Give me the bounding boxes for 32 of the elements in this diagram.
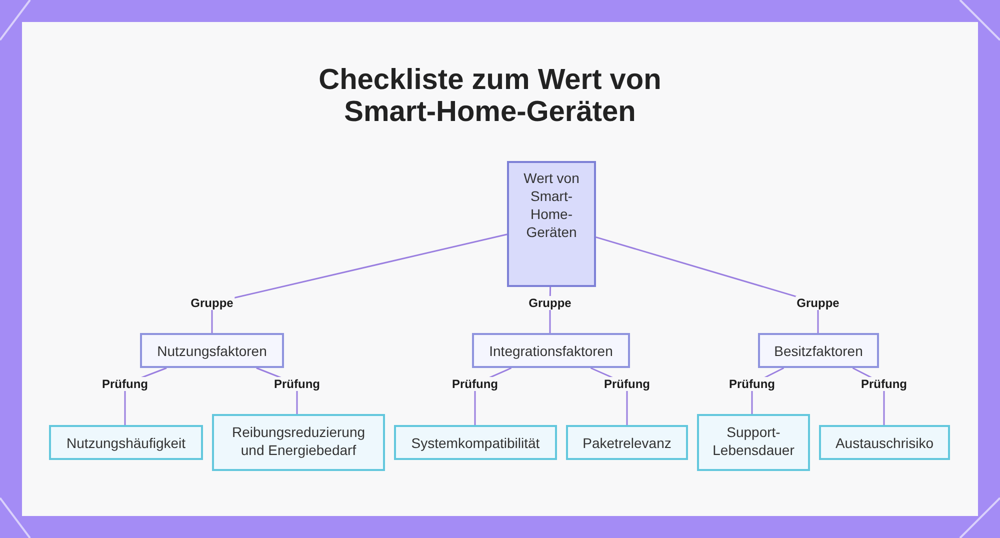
- edge-label: Prüfung: [451, 377, 499, 391]
- category-box: [472, 333, 630, 368]
- connector-line: [211, 234, 508, 333]
- node-text: Integrationsfaktoren: [488, 342, 614, 360]
- criterion-box: [697, 414, 810, 471]
- node-text: Wert von Smart-Home-Geräten: [522, 169, 580, 241]
- criterion-box: [212, 414, 385, 471]
- edge-label: Prüfung: [273, 377, 321, 391]
- criterion-box: [49, 425, 203, 460]
- edge-label: Prüfung: [603, 377, 651, 391]
- node-text: Reibungsreduzierung und Energiebedarf: [230, 423, 366, 459]
- criterion-box: [394, 425, 557, 460]
- criterion-box: [819, 425, 950, 460]
- node-text: Support-Lebensdauer: [712, 423, 796, 459]
- connector-line: [596, 236, 819, 333]
- edge-label: Prüfung: [728, 377, 776, 391]
- edge-label: Gruppe: [528, 296, 572, 310]
- edge-label: Gruppe: [190, 296, 234, 310]
- node-text: Paketrelevanz: [582, 434, 672, 452]
- node-text: Austauschrisiko: [834, 434, 935, 452]
- node-text: Nutzungsfaktoren: [156, 342, 268, 360]
- edge-label: Prüfung: [860, 377, 908, 391]
- edge-label: Gruppe: [796, 296, 840, 310]
- category-box: [758, 333, 879, 368]
- node-text: Systemkompatibilität: [410, 434, 541, 452]
- diagram-title: Checkliste zum Wert von Smart-Home-Geräten: [318, 64, 662, 128]
- root-box: [507, 161, 596, 287]
- category-box: [140, 333, 284, 368]
- node-text: Besitzfaktoren: [773, 342, 864, 360]
- criterion-box: [566, 425, 688, 460]
- edge-label: Prüfung: [101, 377, 149, 391]
- node-text: Nutzungshäufigkeit: [65, 434, 187, 452]
